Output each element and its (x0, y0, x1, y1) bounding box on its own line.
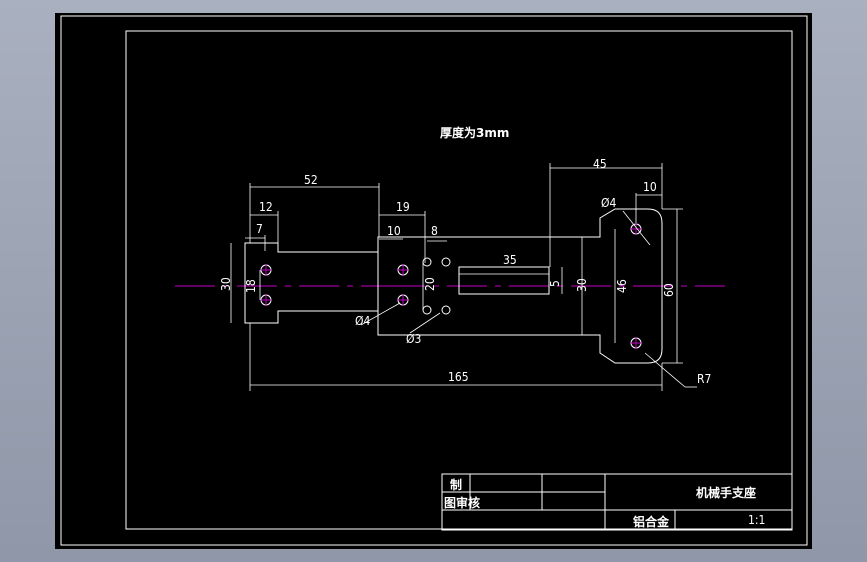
outer-frame (60, 15, 808, 546)
title-block (441, 473, 793, 531)
thickness-note: 厚度为3mm (440, 125, 509, 140)
dim-8: 8 (431, 224, 438, 238)
dim-phi4-top: Ø4 (601, 196, 616, 210)
dim-18: 18 (244, 279, 258, 293)
dim-12: 12 (259, 200, 273, 214)
dim-phi4-left: Ø4 (355, 314, 370, 328)
dim-19: 19 (396, 200, 410, 214)
dim-r7: R7 (697, 372, 711, 386)
title-block-row2: 图审核 (444, 495, 480, 510)
dim-phi3: Ø3 (406, 332, 421, 346)
material: 铝合金 (633, 514, 670, 529)
dim-46: 46 (615, 279, 629, 293)
dim-52: 52 (304, 173, 318, 187)
dim-35: 35 (503, 253, 517, 267)
dim-10-mid: 10 (387, 224, 401, 238)
dim-30-mid: 30 (575, 278, 589, 292)
hole-centers (260, 223, 642, 349)
dimension-lines (230, 163, 697, 391)
dim-5: 5 (548, 280, 562, 287)
cad-drawing: 厚度为3mm (60, 15, 808, 546)
dim-20: 20 (423, 277, 437, 291)
scale: 1:1 (748, 513, 765, 527)
title-block-row1: 制 (450, 477, 462, 492)
inner-frame (125, 30, 793, 530)
dim-45: 45 (593, 157, 607, 171)
part-name: 机械手支座 (696, 485, 756, 500)
part-outline (244, 208, 663, 364)
dim-60: 60 (662, 283, 676, 297)
slot-outline (458, 266, 550, 295)
dim-165: 165 (448, 370, 469, 384)
dim-7: 7 (256, 222, 263, 236)
dimension-texts: 52 12 7 19 10 8 35 45 10 165 R7 Ø4 Ø4 Ø3… (219, 157, 711, 386)
dim-30-left: 30 (219, 277, 233, 291)
cad-viewport[interactable]: 厚度为3mm (55, 13, 812, 549)
dim-10-right: 10 (643, 180, 657, 194)
